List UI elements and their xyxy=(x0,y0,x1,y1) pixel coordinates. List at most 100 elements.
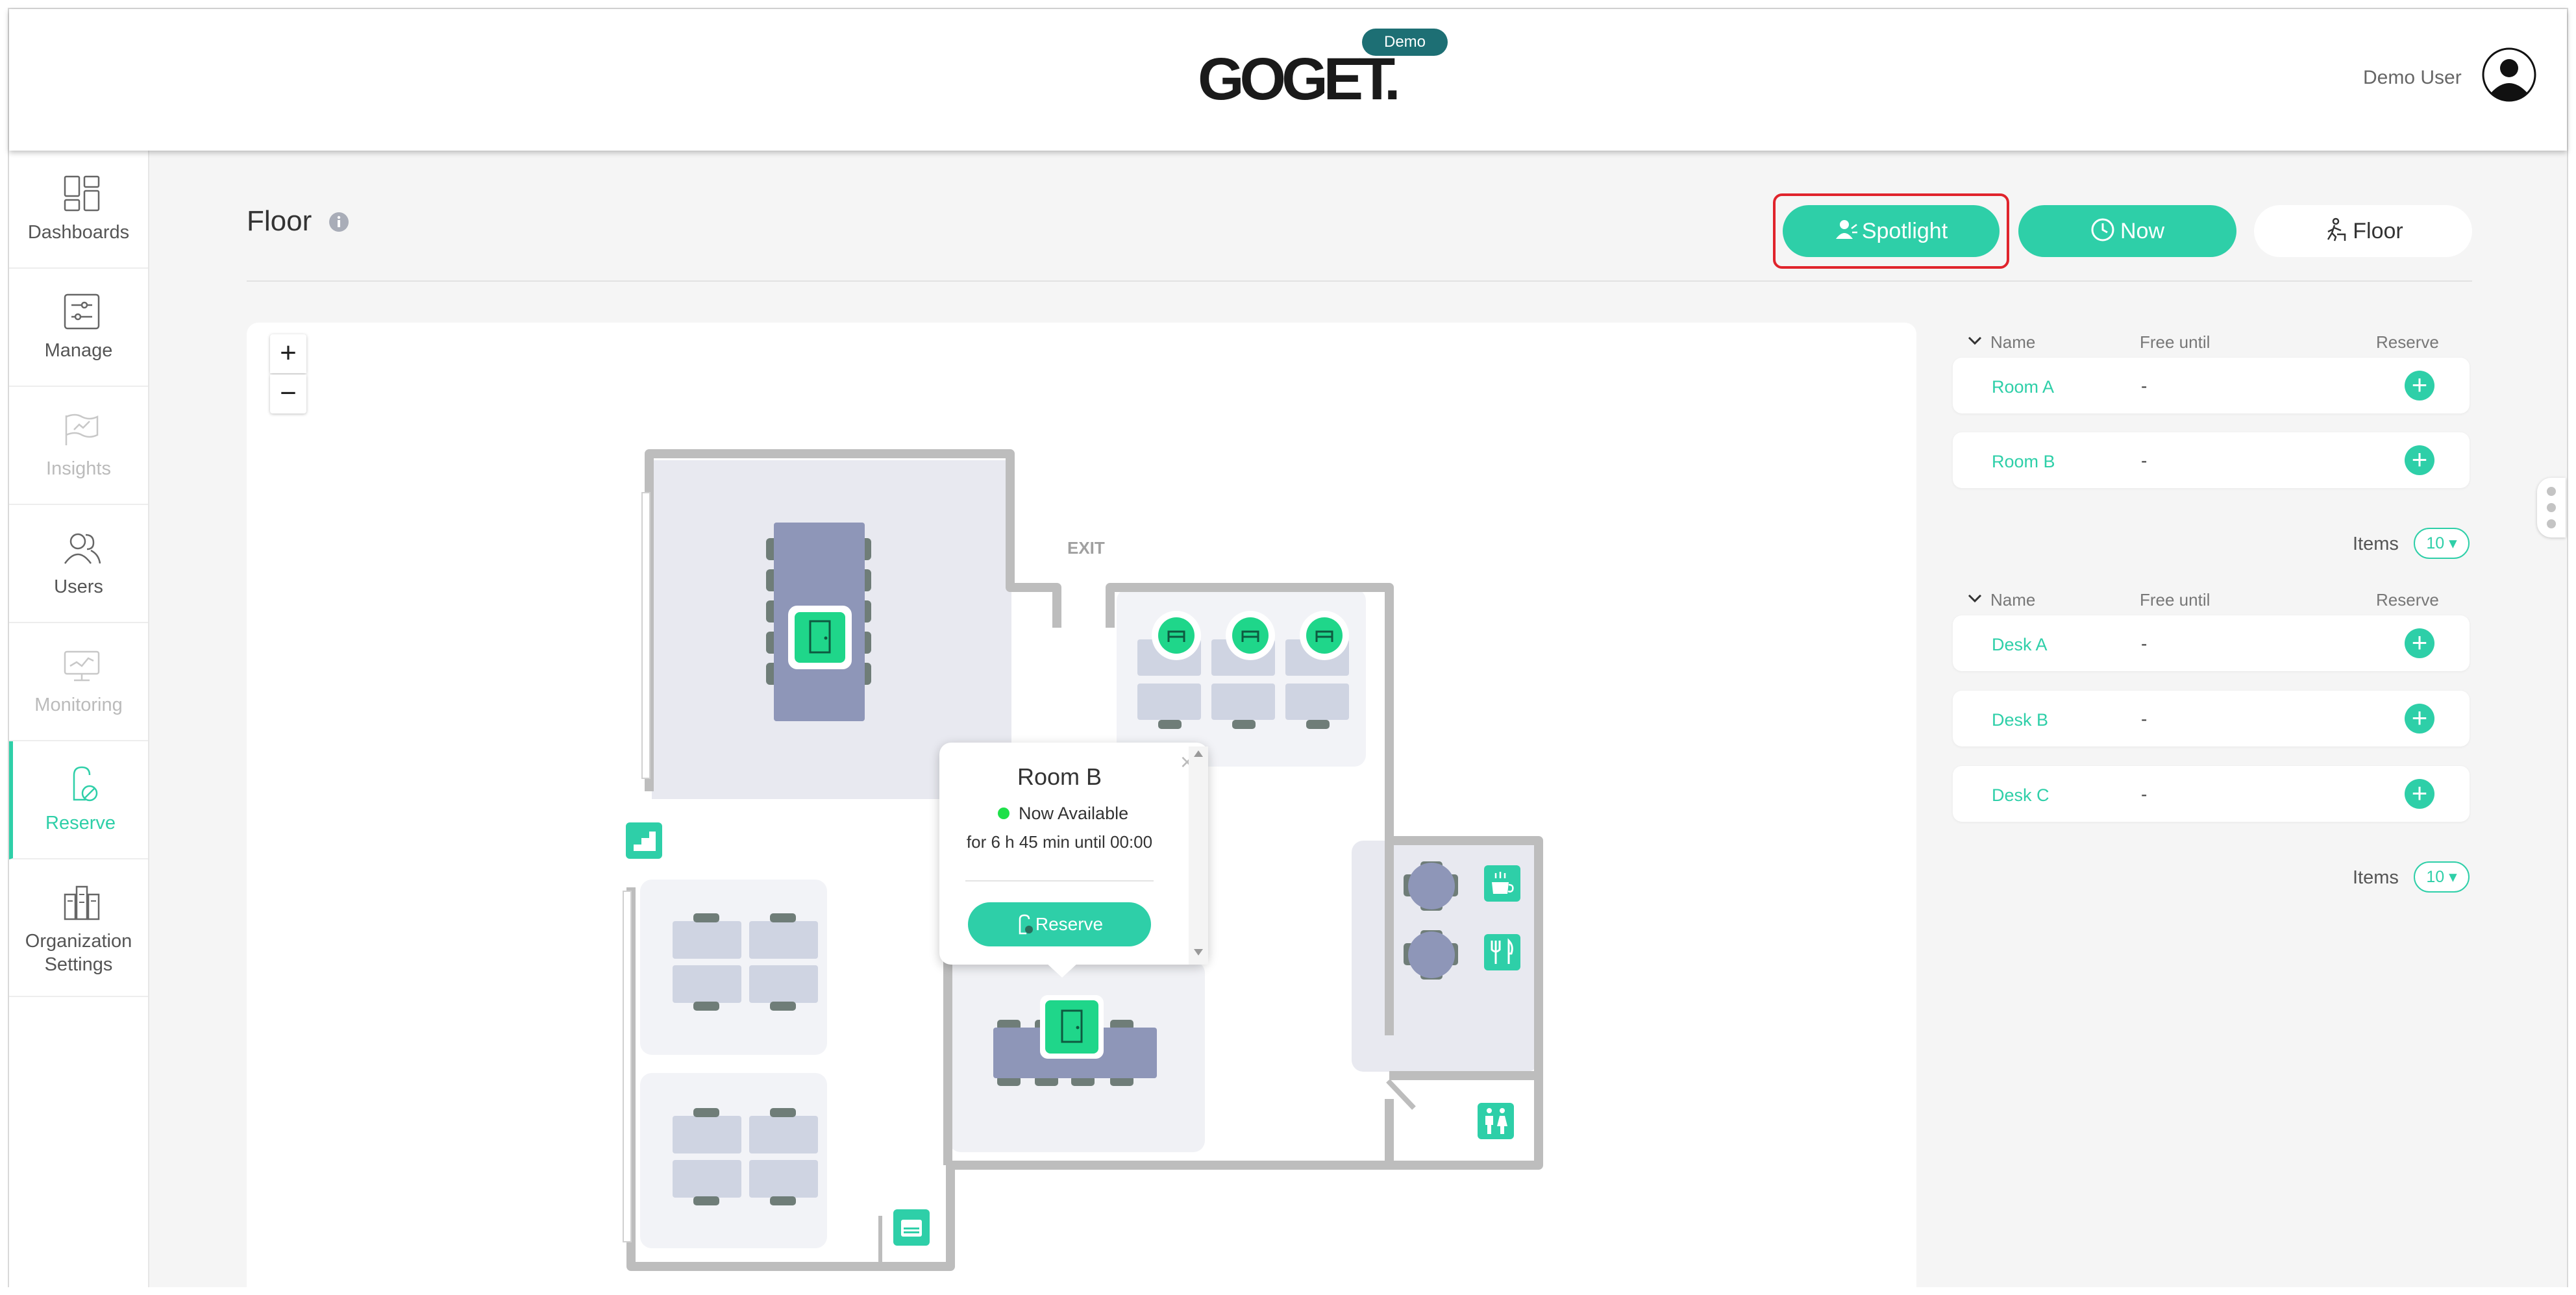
floor-map[interactable]: EXIT xyxy=(247,323,1916,1287)
handle-dot xyxy=(2547,503,2556,512)
room-name[interactable]: Room B xyxy=(1992,452,2055,471)
printer-icon xyxy=(893,1209,930,1246)
spotlight-label: Spotlight xyxy=(1861,219,1948,243)
sidebar-item-dashboards[interactable]: Dashboards xyxy=(9,151,148,269)
room-a-door-marker[interactable] xyxy=(788,606,852,669)
buildings-icon xyxy=(64,885,100,920)
goget-logo[interactable]: GOGET. xyxy=(1198,46,1401,112)
scroll-down-icon[interactable] xyxy=(1194,949,1203,956)
free-until-value: - xyxy=(2141,450,2148,471)
person-spotlight-icon xyxy=(1835,220,1857,239)
chevron-down-icon[interactable] xyxy=(1967,335,1983,347)
room-b-door-marker[interactable] xyxy=(1040,995,1104,1059)
sidebar-item-label: Manage xyxy=(44,340,113,361)
list-item-room-b[interactable]: Room B - + xyxy=(1953,432,2470,488)
popup-scrollbar[interactable] xyxy=(1189,746,1208,965)
status-dot xyxy=(998,808,1009,819)
sidebar-item-manage[interactable]: Manage xyxy=(9,269,148,387)
popup-pointer xyxy=(1045,962,1079,978)
zoom-out-button[interactable]: − xyxy=(270,375,306,413)
popup-reserve-button[interactable]: Reserve xyxy=(968,902,1151,946)
page-title: Floor xyxy=(247,205,312,237)
popup-status: Now Available xyxy=(1019,804,1129,823)
desks-left xyxy=(673,913,818,1205)
sidebar-item-label: Settings xyxy=(44,954,113,975)
user-avatar-icon[interactable] xyxy=(2482,47,2536,102)
room-name[interactable]: Room A xyxy=(1992,377,2055,397)
rooms-items-label: Items xyxy=(2353,534,2399,554)
exit-label: EXIT xyxy=(1067,538,1105,558)
rooms-items-per-page-select[interactable]: 10 ▾ xyxy=(2414,528,2470,559)
add-reservation-button[interactable]: + xyxy=(2405,628,2434,658)
sidebar-item-label: Insights xyxy=(46,458,111,479)
sidebar-item-insights[interactable]: Insights xyxy=(9,387,148,505)
desks-col-name[interactable]: Name xyxy=(1990,590,2036,610)
dashboards-icon xyxy=(64,175,100,212)
desk-name[interactable]: Desk C xyxy=(1992,785,2050,805)
room-b-popup: Room B × Now Available for 6 h 45 min un… xyxy=(939,743,1208,965)
restroom-icon xyxy=(1478,1103,1514,1139)
scroll-up-icon[interactable] xyxy=(1194,750,1203,757)
floor-label: Floor xyxy=(2353,219,2403,243)
sidebar-item-label: Organization xyxy=(25,931,132,952)
now-button[interactable]: Now xyxy=(2018,205,2236,257)
clock-icon xyxy=(2091,218,2114,241)
sidebar-item-monitoring[interactable]: Monitoring xyxy=(9,623,148,741)
side-panel-handle[interactable] xyxy=(2537,478,2566,537)
reserve-lock-icon xyxy=(73,766,98,802)
handle-dot xyxy=(2547,487,2556,496)
cutlery-icon xyxy=(1484,934,1520,970)
popup-detail: for 6 h 45 min until 00:00 xyxy=(966,832,1153,852)
popup-reserve-label: Reserve xyxy=(1035,914,1104,934)
add-reservation-button[interactable]: + xyxy=(2405,779,2434,809)
person-walking-icon xyxy=(2327,217,2346,241)
info-icon[interactable] xyxy=(328,212,349,232)
list-item-desk-a[interactable]: Desk A - + xyxy=(1953,615,2470,671)
monitor-icon xyxy=(64,650,100,682)
zoom-in-button[interactable]: + xyxy=(270,334,306,373)
demo-badge: Demo xyxy=(1362,29,1448,56)
sidebar-item-label: Dashboards xyxy=(27,222,130,243)
kitchen-tables xyxy=(1404,861,1458,980)
rooms-col-reserve: Reserve xyxy=(2376,332,2439,352)
desks-items-per-page-select[interactable]: 10 ▾ xyxy=(2414,861,2470,893)
coffee-icon xyxy=(1484,865,1520,902)
rooms-col-name[interactable]: Name xyxy=(1990,332,2036,352)
sidebar-item-label: Users xyxy=(54,576,103,597)
add-reservation-button[interactable]: + xyxy=(2405,704,2434,734)
sidebar-item-reserve[interactable]: Reserve xyxy=(9,741,148,859)
add-reservation-button[interactable]: + xyxy=(2405,371,2434,401)
now-label: Now xyxy=(2120,219,2165,243)
users-icon xyxy=(64,533,101,564)
list-item-desk-c[interactable]: Desk C - + xyxy=(1953,766,2470,822)
add-reservation-button[interactable]: + xyxy=(2405,445,2434,475)
free-until-value: - xyxy=(2141,634,2148,654)
desk-markers-top[interactable] xyxy=(1152,611,1349,660)
list-item-desk-b[interactable]: Desk B - + xyxy=(1953,691,2470,746)
desks-col-free-until[interactable]: Free until xyxy=(2140,590,2211,610)
user-name[interactable]: Demo User xyxy=(2363,67,2462,88)
spotlight-button[interactable]: Spotlight xyxy=(1783,205,2000,257)
sidebar-item-label: Reserve xyxy=(45,813,116,833)
sidebar-item-organization-settings[interactable]: Organization Settings xyxy=(9,859,148,997)
popup-divider xyxy=(965,880,1154,882)
free-until-value: - xyxy=(2141,784,2148,804)
chevron-down-icon[interactable] xyxy=(1967,593,1983,604)
sidebar-item-users[interactable]: Users xyxy=(9,505,148,623)
desk-name[interactable]: Desk B xyxy=(1992,710,2049,730)
title-divider xyxy=(247,280,2472,282)
list-item-room-a[interactable]: Room A - + xyxy=(1953,358,2470,413)
free-until-value: - xyxy=(2141,376,2148,396)
sliders-icon xyxy=(64,293,100,330)
desks-items-label: Items xyxy=(2353,867,2399,888)
rooms-col-free-until[interactable]: Free until xyxy=(2140,332,2211,352)
popup-title: Room B xyxy=(1017,763,1102,790)
floor-button[interactable]: Floor xyxy=(2254,205,2472,257)
desk-name[interactable]: Desk A xyxy=(1992,635,2048,654)
insights-flag-icon xyxy=(65,413,99,445)
free-until-value: - xyxy=(2141,709,2148,729)
stairs-icon xyxy=(626,822,662,859)
handle-dot xyxy=(2547,519,2556,528)
desks-col-reserve: Reserve xyxy=(2376,590,2439,610)
sidebar: Dashboards Manage Insights Users xyxy=(9,151,149,1287)
